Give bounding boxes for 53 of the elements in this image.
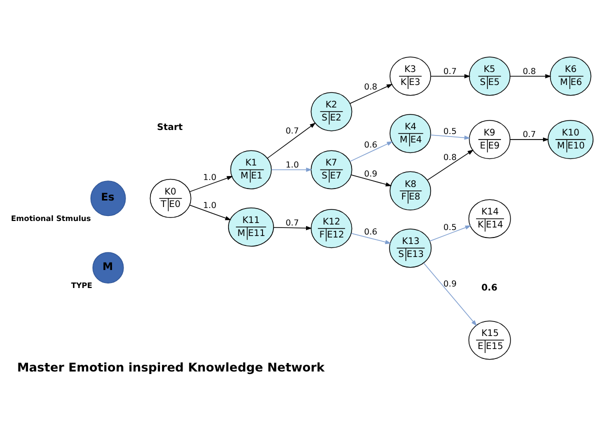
arrow — [430, 134, 470, 140]
node-label: TYPE — [71, 280, 92, 290]
arrow — [350, 83, 393, 104]
arrow — [429, 224, 472, 241]
node-circle: K7 S E7 — [310, 150, 352, 189]
node-circle: Es — [90, 180, 126, 216]
arrow — [189, 176, 233, 192]
edge-label: 0.6 — [364, 139, 378, 150]
arrow — [510, 136, 550, 142]
edge-label: 0.6 — [364, 226, 378, 236]
node-circle: K1 M E1 — [230, 150, 272, 189]
edge-label: 0.5 — [443, 221, 457, 232]
arrow — [189, 204, 232, 220]
arrow — [273, 225, 312, 230]
node-circle: K8 F E8 — [390, 170, 432, 210]
edge-label: 1.0 — [286, 158, 299, 169]
arrow — [271, 167, 312, 172]
caption: Master Emotion inspired Knowledge Network — [17, 360, 325, 374]
node-circle: K13 S E13 — [389, 228, 432, 268]
edge-label: 0.9 — [443, 278, 457, 288]
edge-label: 0.5 — [443, 126, 457, 136]
node-label: Emotional Stmulus — [11, 213, 91, 222]
node-ellipse: K11 M E11 — [228, 207, 274, 246]
edge-label: 0.8 — [522, 65, 536, 76]
arrow — [510, 74, 552, 78]
node-circle: K12 F E12 — [310, 208, 352, 248]
arrow — [430, 74, 470, 78]
arrow — [350, 232, 392, 244]
node-ellipse: K10 M E10 — [548, 120, 594, 159]
edge-label: 0.8 — [364, 81, 378, 92]
node-circle: K4 M E4 — [390, 113, 432, 153]
arrow — [350, 140, 393, 162]
node-circle: K6 M E6 — [550, 56, 592, 96]
edge-label: 0.8 — [443, 151, 457, 162]
label: 0.6 — [481, 282, 498, 293]
node-circle: K5 S E5 — [468, 56, 510, 96]
node-circle: K9 E E9 — [468, 120, 510, 159]
edge-label: 0.7 — [443, 65, 457, 76]
edge-label: 0.7 — [286, 124, 299, 135]
arrow — [423, 262, 477, 326]
edge-label: 1.0 — [203, 200, 216, 210]
edge-label: 0.7 — [286, 216, 299, 227]
node-circle: K3 K E3 — [390, 56, 432, 96]
arrow — [427, 149, 474, 180]
edge-label: 0.9 — [364, 168, 378, 178]
edge-label: 1.0 — [203, 172, 216, 182]
node-circle: K0 T E0 — [150, 178, 192, 218]
arrow — [267, 122, 316, 158]
label: Start — [156, 122, 183, 132]
node-circle: M — [92, 252, 124, 283]
edge-label: 0.7 — [522, 128, 536, 139]
node-circle: K14 K E14 — [468, 198, 511, 238]
arrow — [350, 174, 392, 186]
